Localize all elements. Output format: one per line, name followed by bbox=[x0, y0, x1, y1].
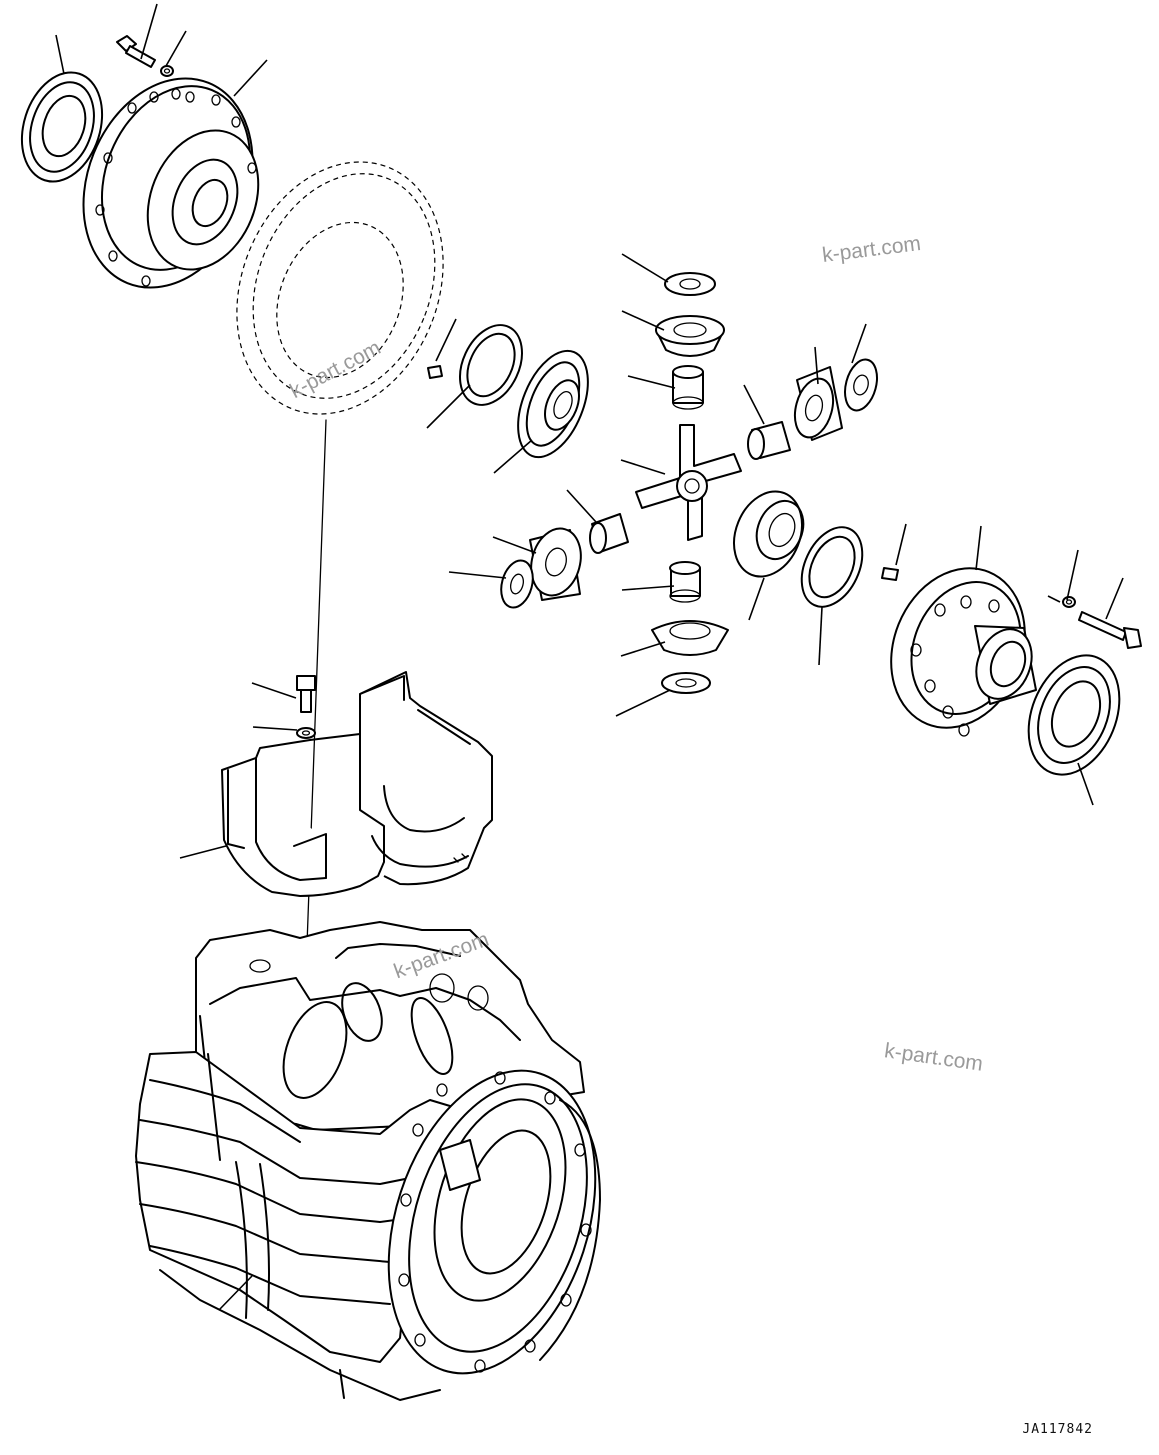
bolt-right bbox=[1078, 611, 1142, 649]
bearing-left bbox=[20, 71, 104, 183]
bolt-middle bbox=[296, 675, 316, 713]
washer-top bbox=[160, 65, 174, 77]
thrust-washer-top bbox=[664, 272, 716, 296]
thrust-washer-right bbox=[800, 526, 864, 608]
bolt-top bbox=[116, 35, 156, 68]
ring-gear-phantom bbox=[236, 161, 444, 1001]
bushing-top bbox=[672, 365, 704, 410]
side-gear-left bbox=[517, 349, 589, 459]
side-gear-right bbox=[733, 490, 805, 578]
pin-right bbox=[881, 567, 899, 581]
thrust-washer-bottom bbox=[661, 672, 711, 694]
pin-left bbox=[427, 365, 443, 379]
pinion-gear-top bbox=[655, 315, 725, 357]
thrust-washer-right-small bbox=[844, 358, 878, 412]
thrust-washer-left bbox=[459, 324, 523, 406]
drawing-code: JA117842 bbox=[1022, 1422, 1093, 1437]
bushing-left bbox=[589, 513, 629, 554]
bracket-cover bbox=[221, 671, 493, 897]
thrust-washer-left-small bbox=[500, 559, 534, 609]
bushing-right bbox=[747, 421, 791, 460]
bearing-right bbox=[1027, 654, 1121, 776]
spider-cross bbox=[635, 424, 742, 541]
axle-housing bbox=[135, 921, 601, 1401]
differential-case-left bbox=[82, 77, 260, 289]
washer-right bbox=[1062, 596, 1076, 608]
washer-middle bbox=[296, 727, 316, 739]
leader-lines bbox=[55, 3, 1124, 1311]
bushing-bottom bbox=[669, 561, 701, 603]
pinion-gear-left bbox=[529, 527, 582, 601]
pinion-gear-right bbox=[793, 366, 843, 441]
pinion-gear-bottom bbox=[651, 620, 729, 656]
differential-case-right bbox=[890, 567, 1037, 737]
